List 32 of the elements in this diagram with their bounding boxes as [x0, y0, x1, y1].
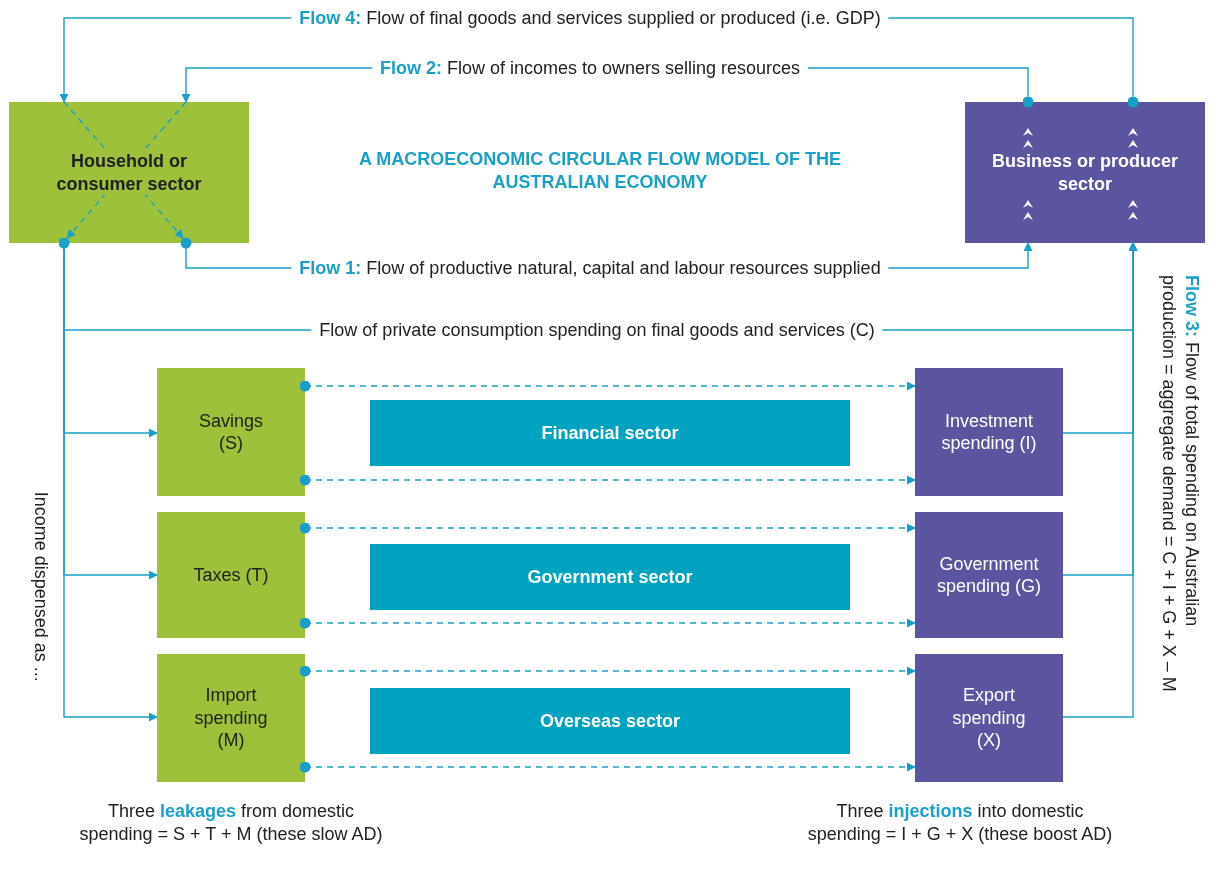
dashed-arrow	[299, 522, 916, 534]
dashed-arrow	[299, 761, 916, 773]
dashed-arrow	[299, 617, 916, 629]
sector-box	[9, 102, 249, 243]
sector-box	[370, 688, 850, 754]
node-label: Taxes (T)	[192, 563, 270, 587]
leakage-box	[157, 654, 305, 782]
diagram-title: A MACROECONOMIC CIRCULAR FLOW MODEL OF THE AUSTRALIAN ECONOMY	[358, 148, 842, 195]
node-label: Overseas sector	[538, 709, 682, 733]
node-label: Export spending (X)	[951, 684, 1027, 752]
injection-box	[915, 512, 1063, 638]
node-label: Financial sector	[540, 421, 680, 445]
node-label: Savings (S)	[197, 409, 264, 455]
node-label: Government spending (G)	[935, 552, 1043, 598]
leakage-box	[157, 512, 305, 638]
dashed-arrow	[299, 665, 916, 677]
flow-arrow	[1062, 242, 1138, 718]
node-label: Government sector	[526, 565, 694, 589]
dashed-arrow	[299, 474, 916, 486]
node-label: Investment spending (I)	[940, 409, 1038, 455]
dashed-arrow	[299, 380, 916, 392]
sector-box	[965, 102, 1205, 243]
sector-box	[370, 400, 850, 466]
node-label: Import spending (M)	[193, 684, 269, 752]
sector-box	[370, 544, 850, 610]
leakage-box	[157, 368, 305, 496]
summary-note: Three leakages from domestic spending = S + T + M (these slow AD)	[78, 800, 384, 847]
side-note: Income dispensed as ...	[29, 490, 52, 684]
injection-box	[915, 654, 1063, 782]
summary-note: Three injections into domestic spending = I + G + X (these boost AD)	[806, 800, 1114, 847]
injection-box	[915, 368, 1063, 496]
side-note: Flow 3: Flow of total spending on Australian production = aggregate demand = C + I + G + X – M	[1158, 275, 1204, 694]
